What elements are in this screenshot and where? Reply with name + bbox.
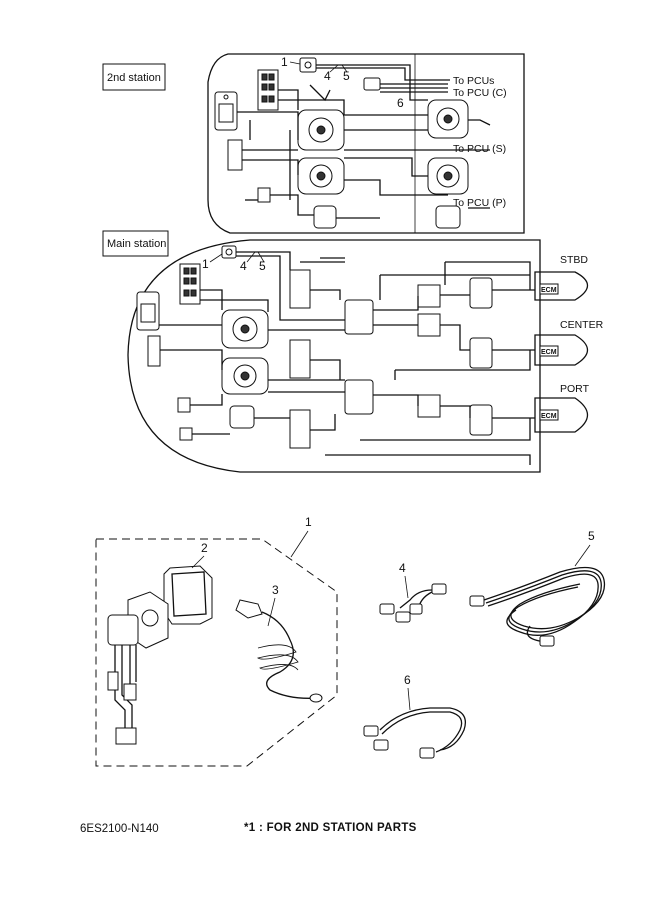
relay-3 [417, 394, 441, 418]
callout-part-1: 1 [305, 515, 312, 529]
ecm-port-label: ECM [541, 413, 557, 420]
to-pcu-p-note: To PCU (P) [453, 197, 506, 209]
remote-control-right-top [427, 99, 469, 139]
ecm-center-box [539, 345, 559, 357]
part-6-y-harness [363, 707, 467, 759]
to-pcu-c-note: To PCU (C) [453, 87, 507, 99]
ecm-stbd-box [539, 283, 559, 295]
main-remote-control-top [221, 309, 269, 349]
part-2-switch-bezel [163, 565, 213, 625]
part-3-lanyard [235, 599, 323, 703]
lanyard-switch [313, 205, 337, 229]
ecm-center-label: ECM [541, 349, 557, 356]
junction-box-1 [289, 269, 311, 309]
ecm-port-housing [534, 397, 589, 433]
callout-part-5: 5 [588, 529, 595, 543]
part-1-group-outline [95, 538, 338, 767]
remote-control-top [297, 109, 345, 151]
callout-top-1: 1 [281, 55, 288, 69]
second-station-label-box [102, 63, 166, 91]
relay-2 [417, 313, 441, 337]
callout-main-4: 4 [240, 259, 247, 273]
part-code: 6ES2100-N140 [80, 823, 159, 835]
part-4-harness [379, 583, 447, 623]
remote-control-bottom [297, 157, 345, 195]
to-pcus-note: To PCUs [453, 75, 494, 87]
ecm-stbd-label: ECM [541, 287, 557, 294]
callout-top-4: 4 [324, 69, 331, 83]
footnote: *1 : FOR 2ND STATION PARTS [244, 822, 417, 834]
main-hub-connector [147, 335, 161, 367]
callout-main-1: 1 [202, 257, 209, 271]
callout-part-2: 2 [201, 541, 208, 555]
main-station-label: Main station [107, 238, 166, 250]
callout-top-5: 5 [343, 69, 350, 83]
second-station-section: 2nd station [102, 53, 525, 234]
hub-connector [227, 139, 243, 171]
callout-main-5: 5 [259, 259, 266, 273]
main-switch-panel [179, 263, 201, 305]
remote-control-right-bottom [427, 157, 469, 195]
lanyard-switch-right [435, 205, 461, 229]
center-label: CENTER [560, 319, 604, 331]
callout-part-6: 6 [404, 673, 411, 687]
junction-box-2 [289, 339, 311, 379]
pcu-2 [344, 379, 374, 415]
small-connector [257, 187, 271, 203]
parts-section: 1 2 3 [95, 515, 606, 767]
second-station-label: 2nd station [107, 72, 161, 84]
callout-top-6: 6 [397, 96, 404, 110]
main-station-section: Main station [102, 230, 604, 473]
engine-unit-center [469, 337, 493, 369]
key-switch-right [363, 77, 381, 91]
main-lanyard-switch [229, 405, 255, 429]
switch-panel [257, 69, 279, 111]
ecm-center-housing [534, 334, 589, 366]
main-small-connector-2 [179, 427, 193, 441]
ecm-port-box [539, 409, 559, 421]
port-label: PORT [560, 383, 590, 395]
part-5-cable [469, 566, 606, 647]
stbd-label: STBD [560, 254, 588, 266]
callout-part-4: 4 [399, 561, 406, 575]
junction-box-3 [289, 409, 311, 449]
main-small-connector [177, 397, 191, 413]
relay-1 [417, 284, 441, 308]
to-pcu-s-note: To PCU (S) [453, 143, 506, 155]
engine-unit-stbd [469, 277, 493, 309]
main-remote-control-bottom [221, 357, 269, 395]
pcu-1 [344, 299, 374, 335]
callout-part-3: 3 [272, 583, 279, 597]
main-station-label-box [102, 230, 169, 257]
engine-unit-port [469, 404, 493, 436]
ecm-stbd-housing [534, 271, 589, 301]
main-switch-assembly [107, 591, 169, 745]
